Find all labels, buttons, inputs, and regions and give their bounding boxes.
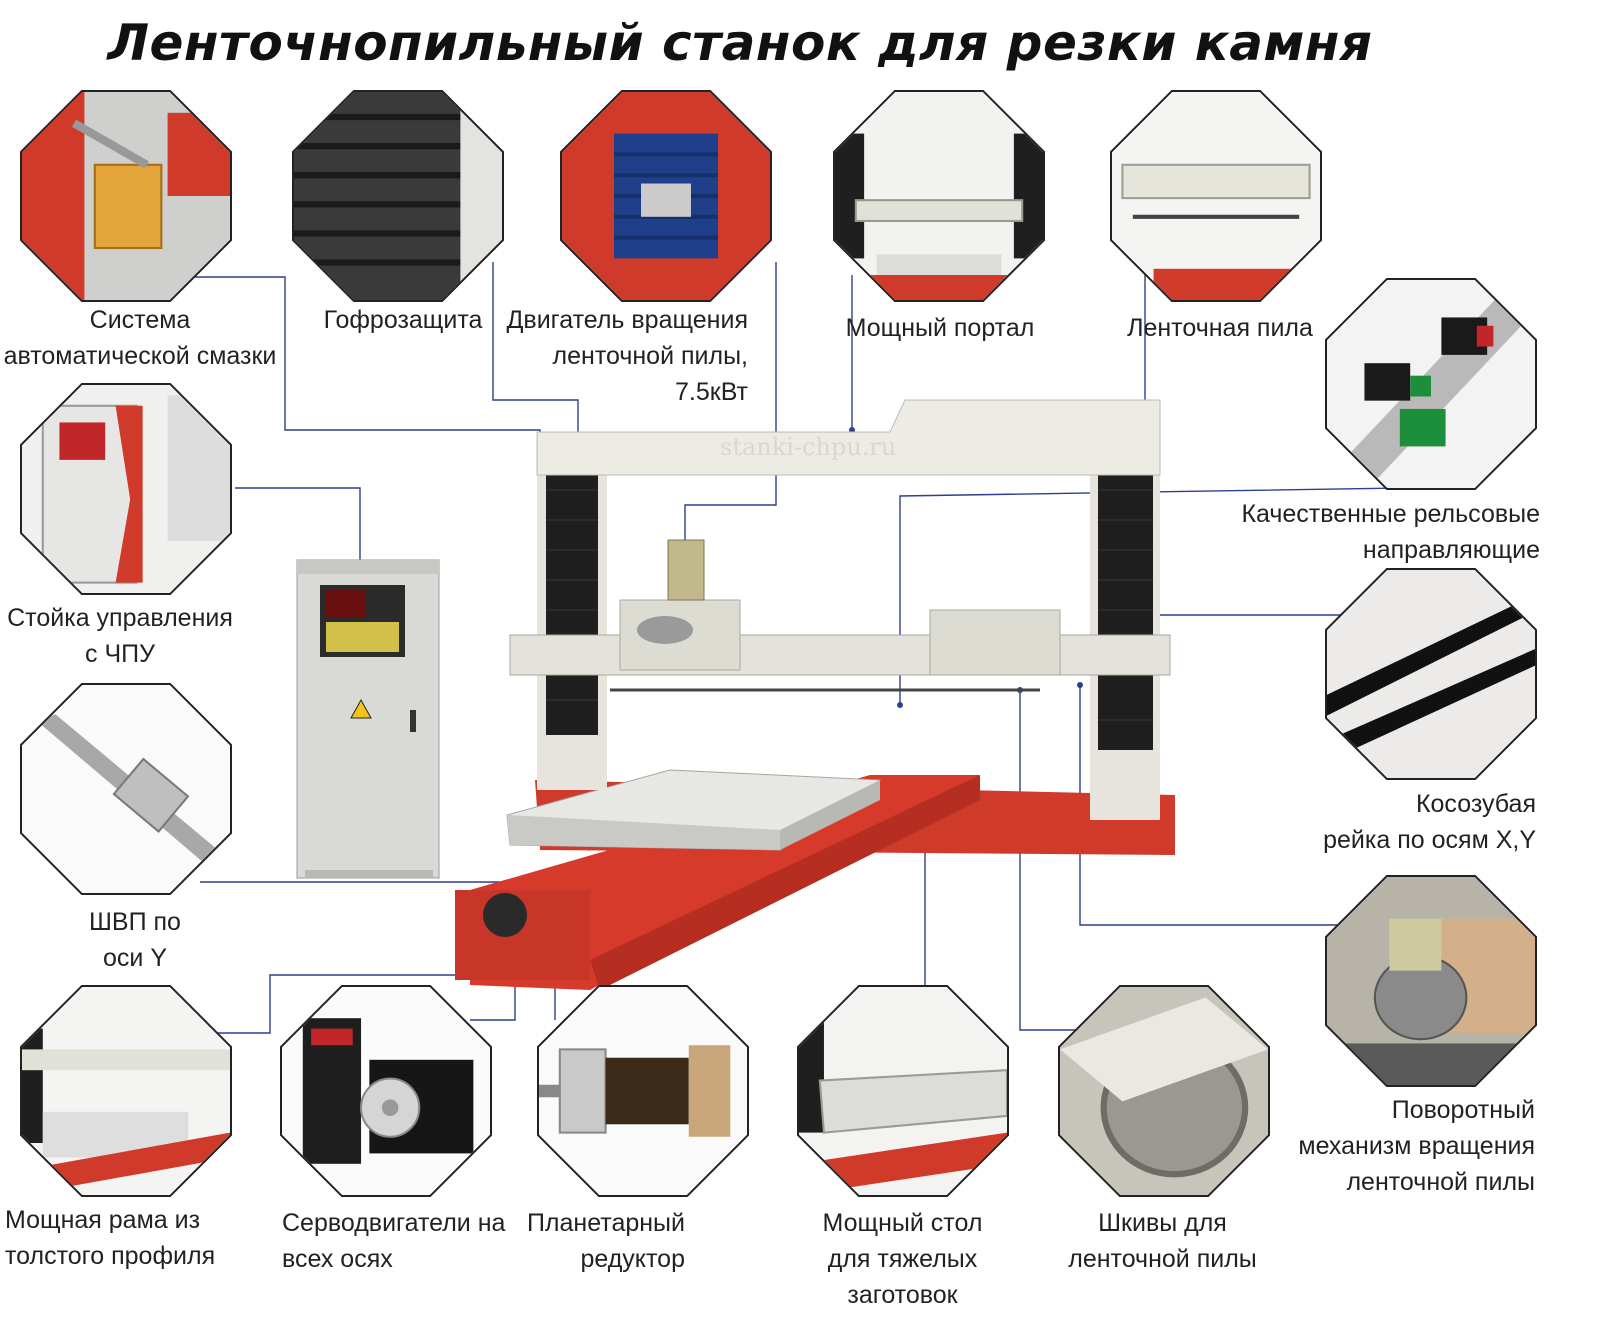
cnc-cabinet	[296, 559, 440, 879]
leader-motor	[684, 262, 777, 548]
callout-label-line: механизм вращения	[1298, 1132, 1535, 1160]
callout-label-line: автоматической смазки	[3, 342, 277, 370]
callout-label-line: Мощный портал	[845, 314, 1035, 342]
callout-label-line: Поворотный	[1391, 1096, 1535, 1124]
saw-carriage	[509, 539, 1171, 692]
watermark: stanki-chpu.ru	[720, 433, 896, 461]
callout-label-line: ленточной пилы	[1346, 1168, 1535, 1196]
callout-label-line: толстого профиля	[5, 1242, 216, 1270]
callout-label-line: Косозубая	[1415, 790, 1536, 818]
leader-cnc	[235, 487, 361, 590]
callout-label-line: Серводвигатели на	[282, 1209, 506, 1237]
callout-label-line: ШВП по	[89, 908, 181, 936]
callout-label-line: Качественные рельсовые	[1241, 500, 1540, 528]
callout-label-line: Гофрозащита	[323, 306, 483, 334]
portal-frame-image	[833, 90, 1045, 302]
callout-label-line: заготовок	[847, 1281, 958, 1309]
bellows-cover-image	[292, 90, 504, 302]
callout-label-line: Планетарный	[526, 1209, 685, 1237]
oil-reservoir-image	[20, 90, 232, 302]
electric-motor-image	[560, 90, 772, 302]
portal-beam: stanki-chpu.ru	[536, 399, 1161, 476]
gear-rack-image	[1325, 568, 1537, 780]
callout-label-line: рейка по осям X,Y	[1323, 826, 1536, 854]
work-table-image	[797, 985, 1009, 1197]
callout-label-line: оси Y	[103, 944, 167, 972]
callout-label-line: всех осях	[282, 1245, 393, 1273]
callout-label-line: Стойка управления	[7, 604, 233, 632]
leader-rotary	[1079, 685, 1385, 926]
callout-label-line: Мощная рама из	[5, 1206, 201, 1234]
callout-label-line: Ленточная пила	[1127, 314, 1313, 342]
callout-label-line: 7.5кВт	[675, 378, 748, 406]
servo-motor-image	[280, 985, 492, 1197]
callout-label-line: с ЧПУ	[85, 640, 155, 668]
planetary-gearbox-image	[537, 985, 749, 1197]
portal-columns	[537, 440, 1160, 820]
ball-screw-image	[20, 683, 232, 895]
callout-label-line: для тяжелых	[827, 1245, 978, 1273]
callout-label-line: ленточной пилы	[1068, 1245, 1257, 1273]
machine-frame-image	[20, 985, 232, 1197]
linear-rail-image	[1325, 278, 1537, 490]
callout-label-line: направляющие	[1362, 536, 1540, 564]
callout-label-line: Мощный стол	[822, 1209, 983, 1237]
rotary-mechanism-image	[1325, 875, 1537, 1087]
callout-label-line: Система	[89, 306, 191, 334]
callout-label-line: Шкивы для	[1098, 1209, 1227, 1237]
band-saw-frame-image	[1110, 90, 1322, 302]
page-title: Ленточнопильный станок для резки камня	[107, 14, 1373, 72]
callout-label-line: редуктор	[580, 1245, 685, 1273]
leader-frame	[195, 974, 495, 1034]
cnc-cabinet-image	[20, 383, 232, 595]
saw-pulley-image	[1058, 985, 1270, 1197]
callout-label-line: ленточной пилы,	[552, 342, 748, 370]
callout-label-line: Двигатель вращения	[506, 306, 749, 334]
